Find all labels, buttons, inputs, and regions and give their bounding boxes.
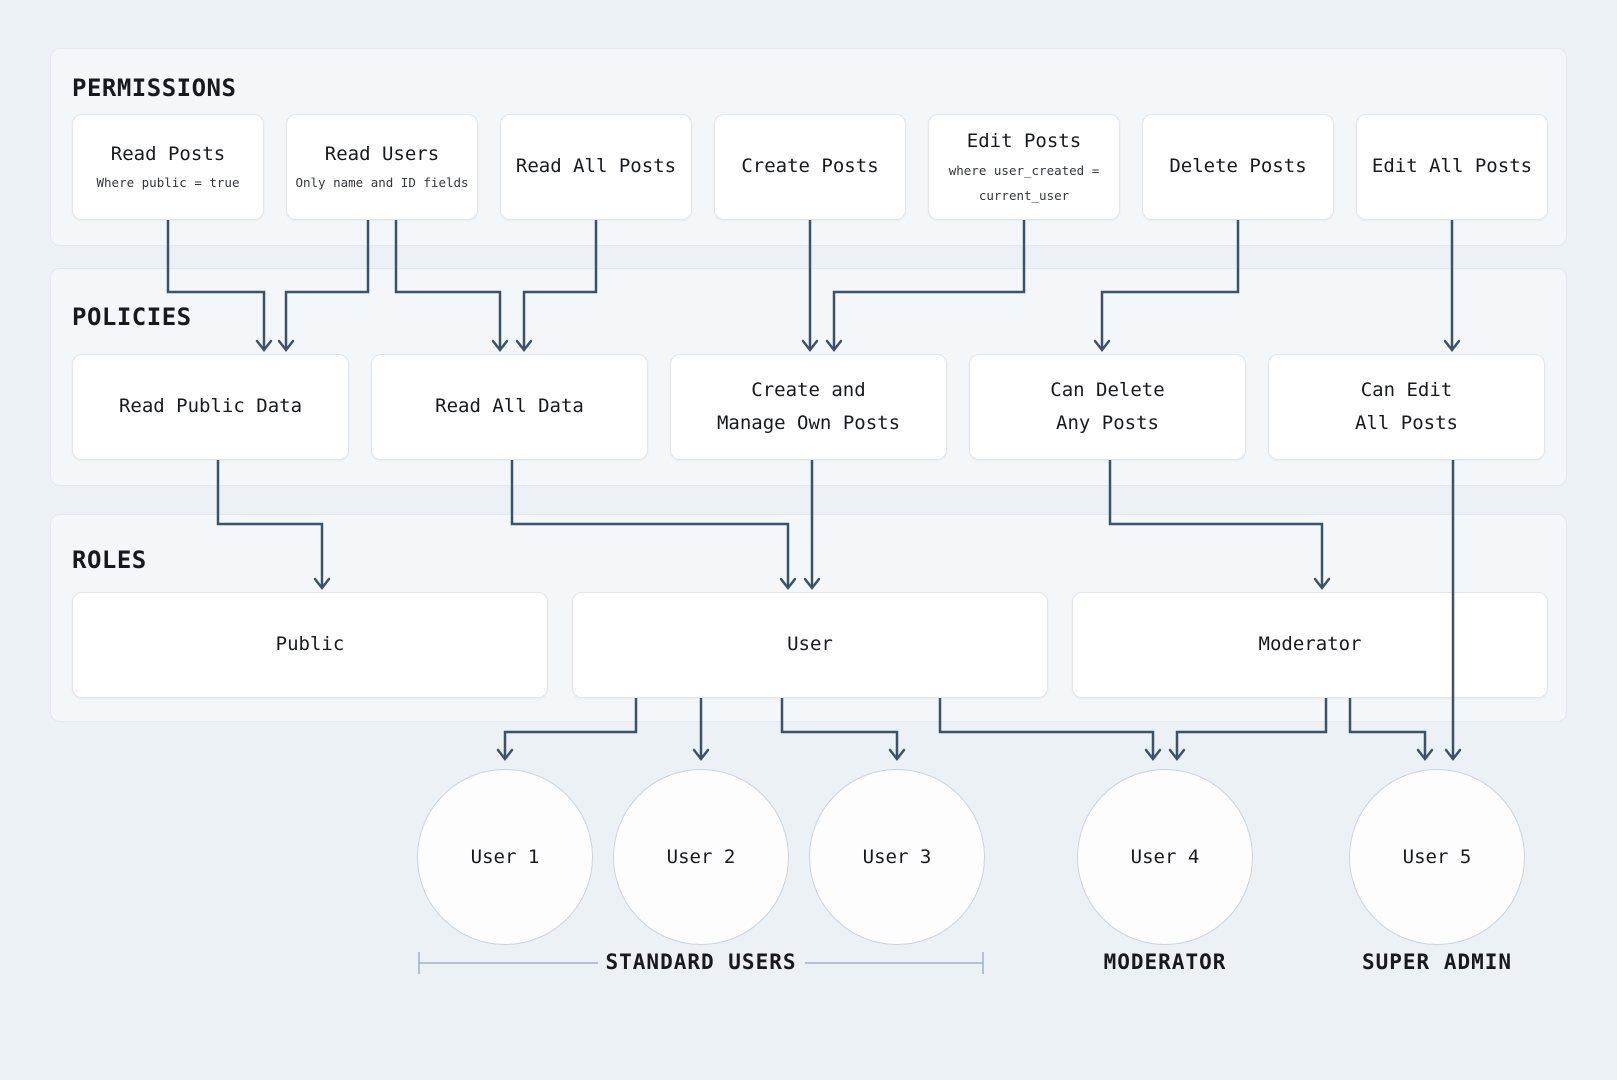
- user-node-2: User 2: [613, 769, 789, 945]
- node-label: Edit Posts: [966, 130, 1082, 153]
- node-label: User 2: [666, 846, 736, 868]
- user-node-1: User 1: [417, 769, 593, 945]
- node-label: User 1: [470, 846, 540, 868]
- standard-users-bracket-right: [805, 952, 984, 974]
- node-label: Read Posts: [110, 142, 226, 165]
- permission-node-read-users: Read Users Only name and ID fields: [286, 114, 478, 220]
- node-label: Read All Data: [435, 395, 584, 418]
- policy-node-read-public-data: Read Public Data: [72, 354, 349, 460]
- node-label: Moderator: [1258, 633, 1362, 656]
- permissions-title: PERMISSIONS: [72, 74, 237, 102]
- node-label: Create Posts: [741, 155, 879, 178]
- node-label: All Posts: [1355, 411, 1458, 434]
- role-node-moderator: Moderator: [1072, 592, 1548, 698]
- node-label: Read All Posts: [515, 155, 677, 178]
- standard-users-bracket-left: [418, 952, 598, 974]
- node-label: User 4: [1130, 846, 1200, 868]
- role-node-public: Public: [72, 592, 548, 698]
- permission-node-delete-posts: Delete Posts: [1142, 114, 1334, 220]
- group-label-standard-users: STANDARD USERS: [605, 950, 797, 974]
- user-node-3: User 3: [809, 769, 985, 945]
- group-label-moderator: MODERATOR: [1103, 950, 1227, 974]
- user-node-5: User 5: [1349, 769, 1525, 945]
- permission-node-edit-all-posts: Edit All Posts: [1356, 114, 1548, 220]
- node-label: Edit All Posts: [1371, 155, 1533, 178]
- node-label: User: [787, 633, 833, 656]
- node-label: User 5: [1402, 846, 1472, 868]
- node-sublabel: current_user: [978, 187, 1070, 203]
- permission-node-read-posts: Read Posts Where public = true: [72, 114, 264, 220]
- node-sublabel: Only name and ID fields: [295, 175, 469, 191]
- node-label: Read Public Data: [118, 395, 303, 418]
- role-node-user: User: [572, 592, 1048, 698]
- roles-title: ROLES: [72, 546, 147, 574]
- node-label: User 3: [862, 846, 932, 868]
- node-sublabel: where user_created =: [948, 162, 1100, 178]
- group-label-super-admin: SUPER ADMIN: [1361, 950, 1513, 974]
- node-label: Delete Posts: [1169, 155, 1307, 178]
- node-label: Can Delete: [1050, 378, 1165, 401]
- policy-node-create-manage-own-posts: Create and Manage Own Posts: [670, 354, 947, 460]
- policy-node-read-all-data: Read All Data: [371, 354, 648, 460]
- permission-node-create-posts: Create Posts: [714, 114, 906, 220]
- node-label: Any Posts: [1056, 411, 1159, 434]
- permission-node-edit-posts: Edit Posts where user_created = current_…: [928, 114, 1120, 220]
- node-label: Public: [275, 633, 345, 656]
- policy-node-can-delete-any-posts: Can Delete Any Posts: [969, 354, 1246, 460]
- user-node-4: User 4: [1077, 769, 1253, 945]
- node-sublabel: Where public = true: [96, 175, 240, 191]
- policy-node-can-edit-all-posts: Can Edit All Posts: [1268, 354, 1545, 460]
- permission-node-read-all-posts: Read All Posts: [500, 114, 692, 220]
- node-label: Read Users: [324, 142, 440, 165]
- policies-title: POLICIES: [72, 303, 192, 331]
- node-label: Create and: [751, 378, 866, 401]
- node-label: Manage Own Posts: [716, 411, 901, 434]
- node-label: Can Edit: [1360, 378, 1453, 401]
